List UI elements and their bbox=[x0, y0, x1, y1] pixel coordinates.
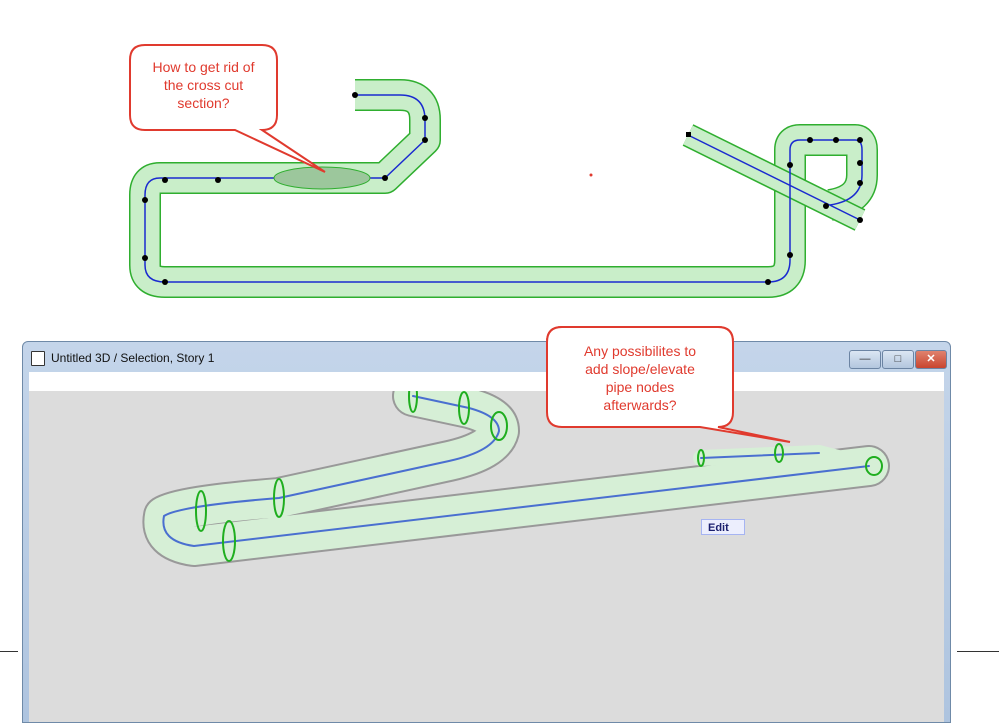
3d-viewport[interactable]: Edit bbox=[29, 375, 944, 722]
plan-view-drawing bbox=[129, 44, 878, 340]
close-button[interactable]: ✕ bbox=[915, 350, 947, 369]
callout-line: the cross cut bbox=[163, 77, 244, 93]
3d-pipe-model bbox=[142, 375, 890, 567]
pipe-nodes bbox=[142, 92, 863, 285]
callout-line: Any possibilites to bbox=[583, 343, 697, 359]
callout-line: afterwards? bbox=[603, 397, 677, 413]
window-title: Untitled 3D / Selection, Story 1 bbox=[51, 351, 215, 365]
callout-line: section? bbox=[177, 95, 230, 111]
callout-line: pipe nodes bbox=[605, 379, 675, 395]
callout-line: add slope/elevate bbox=[585, 361, 695, 377]
callout-top-bubble bbox=[129, 44, 326, 173]
dashed-guide-left bbox=[0, 651, 18, 652]
callout-line: How to get rid of bbox=[152, 59, 255, 75]
callout-bottom-text: Any possibilites to add slope/elevate pi… bbox=[547, 342, 733, 414]
dashed-guide-right bbox=[957, 651, 999, 652]
maximize-button[interactable]: □ bbox=[882, 350, 914, 369]
minimize-button[interactable]: — bbox=[849, 350, 881, 369]
window-client: Edit bbox=[29, 372, 944, 722]
window-3d: Untitled 3D / Selection, Story 1 — □ ✕ E… bbox=[22, 341, 951, 723]
3d-centerline bbox=[162, 395, 870, 547]
edit-context-label[interactable]: Edit bbox=[701, 519, 745, 535]
cross-cut-section bbox=[273, 166, 371, 190]
callout-bottom-bubble bbox=[546, 326, 734, 340]
callout-top-text: How to get rid of the cross cut section? bbox=[130, 58, 277, 112]
window-3d-icon bbox=[31, 351, 45, 366]
